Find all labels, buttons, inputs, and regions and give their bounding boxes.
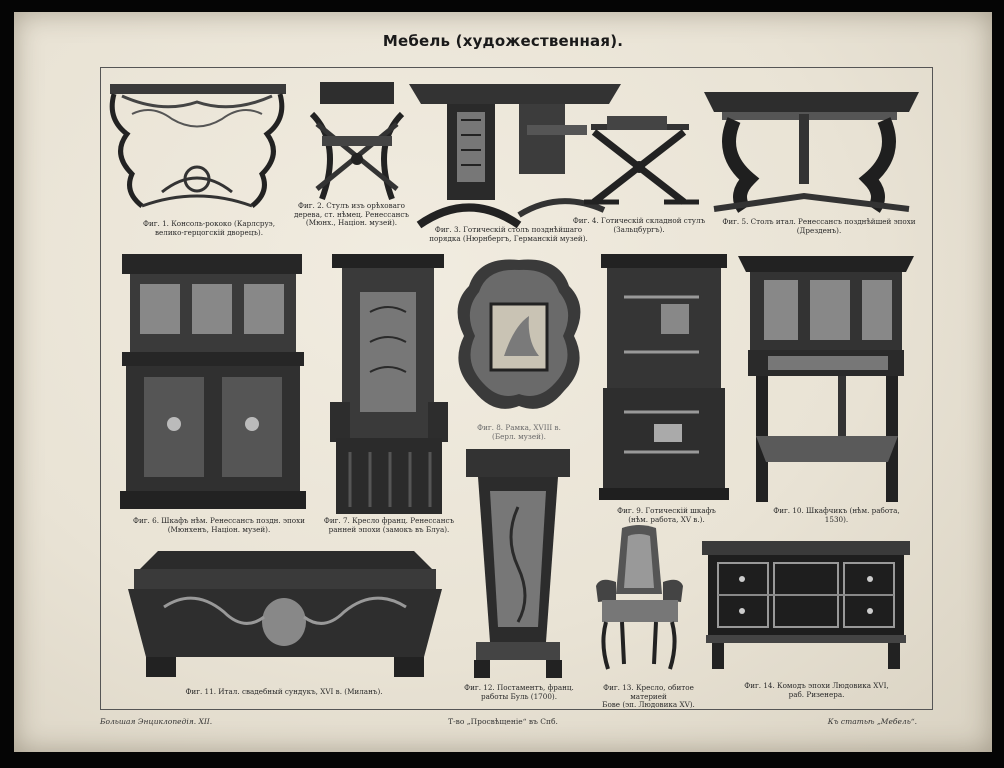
fig-4-caption: Фиг. 4. Готическій складной стулъ (Зальц… xyxy=(572,216,706,234)
fig-4-gothic-folding-chair xyxy=(579,112,704,212)
fig-2-caption: Фиг. 2. Стулъ изъ орѣховаго дерева, ст. … xyxy=(293,201,410,227)
fig-14-louis-xvi-commode xyxy=(702,537,912,672)
fig-10-small-cabinet xyxy=(738,252,918,507)
fig-1-caption: Фиг. 1. Консоль-рококо (Карлсруэ, велико… xyxy=(142,219,275,237)
fig-3-caption: Фиг. 3. Готическій столъ позднѣйшаго пор… xyxy=(429,225,588,243)
plate-border xyxy=(100,67,933,710)
fig-14-caption: Фиг. 14. Комодъ эпохи Людовика XVI, раб.… xyxy=(744,681,889,699)
fig-1-rococo-console xyxy=(102,74,292,219)
fig-11-wedding-chest xyxy=(124,547,446,682)
fig-9-caption: Фиг. 9. Готическій шкафъ (нѣм. работа, X… xyxy=(617,506,716,524)
engraving-sheet: Мебель (художественная). Фиг. 1. Консоль… xyxy=(14,12,992,752)
footer-encyclopedia: Большая Энциклопедія. XII. xyxy=(100,717,213,726)
fig-7-french-armchair xyxy=(330,252,448,517)
fig-3-gothic-table xyxy=(409,80,624,230)
fig-8-caption: Фиг. 8. Рамка, XVIII в. (Берл. музей). xyxy=(477,423,561,441)
fig-6-caption: Фиг. 6. Шкафъ нѣм. Ренессансъ поздн. эпо… xyxy=(133,516,305,534)
footer-publisher: Т-во „Просвѣщеніе“ въ Спб. xyxy=(448,717,558,726)
fig-13-louis-xv-armchair xyxy=(592,524,687,674)
fig-10-caption: Фиг. 10. Шкафчикъ (нѣм. работа, 1530). xyxy=(773,506,900,524)
fig-9-gothic-cupboard xyxy=(599,252,729,502)
fig-13-caption: Фиг. 13. Кресло, обитое материей Бове (э… xyxy=(602,683,695,709)
fig-8-rococo-frame xyxy=(449,256,589,421)
fig-5-caption: Фиг. 5. Столъ итал. Ренессансъ позднѣйше… xyxy=(722,217,916,235)
fig-6-german-cabinet xyxy=(120,252,306,512)
fig-5-italian-table xyxy=(704,84,924,214)
fig-12-caption: Фиг. 12. Постаментъ, франц. работы Буль … xyxy=(464,683,574,701)
fig-12-boulle-pedestal xyxy=(464,447,572,682)
fig-11-caption: Фиг. 11. Итал. свадебный сундукъ, XVI в.… xyxy=(185,687,383,696)
plate-title: Мебель (художественная). xyxy=(382,32,624,50)
fig-2-walnut-chair xyxy=(302,74,412,209)
footer-article-ref: Къ статьѣ „Мебель“. xyxy=(827,717,917,726)
fig-7-caption: Фиг. 7. Кресло франц. Ренессансъ ранней … xyxy=(323,516,455,534)
